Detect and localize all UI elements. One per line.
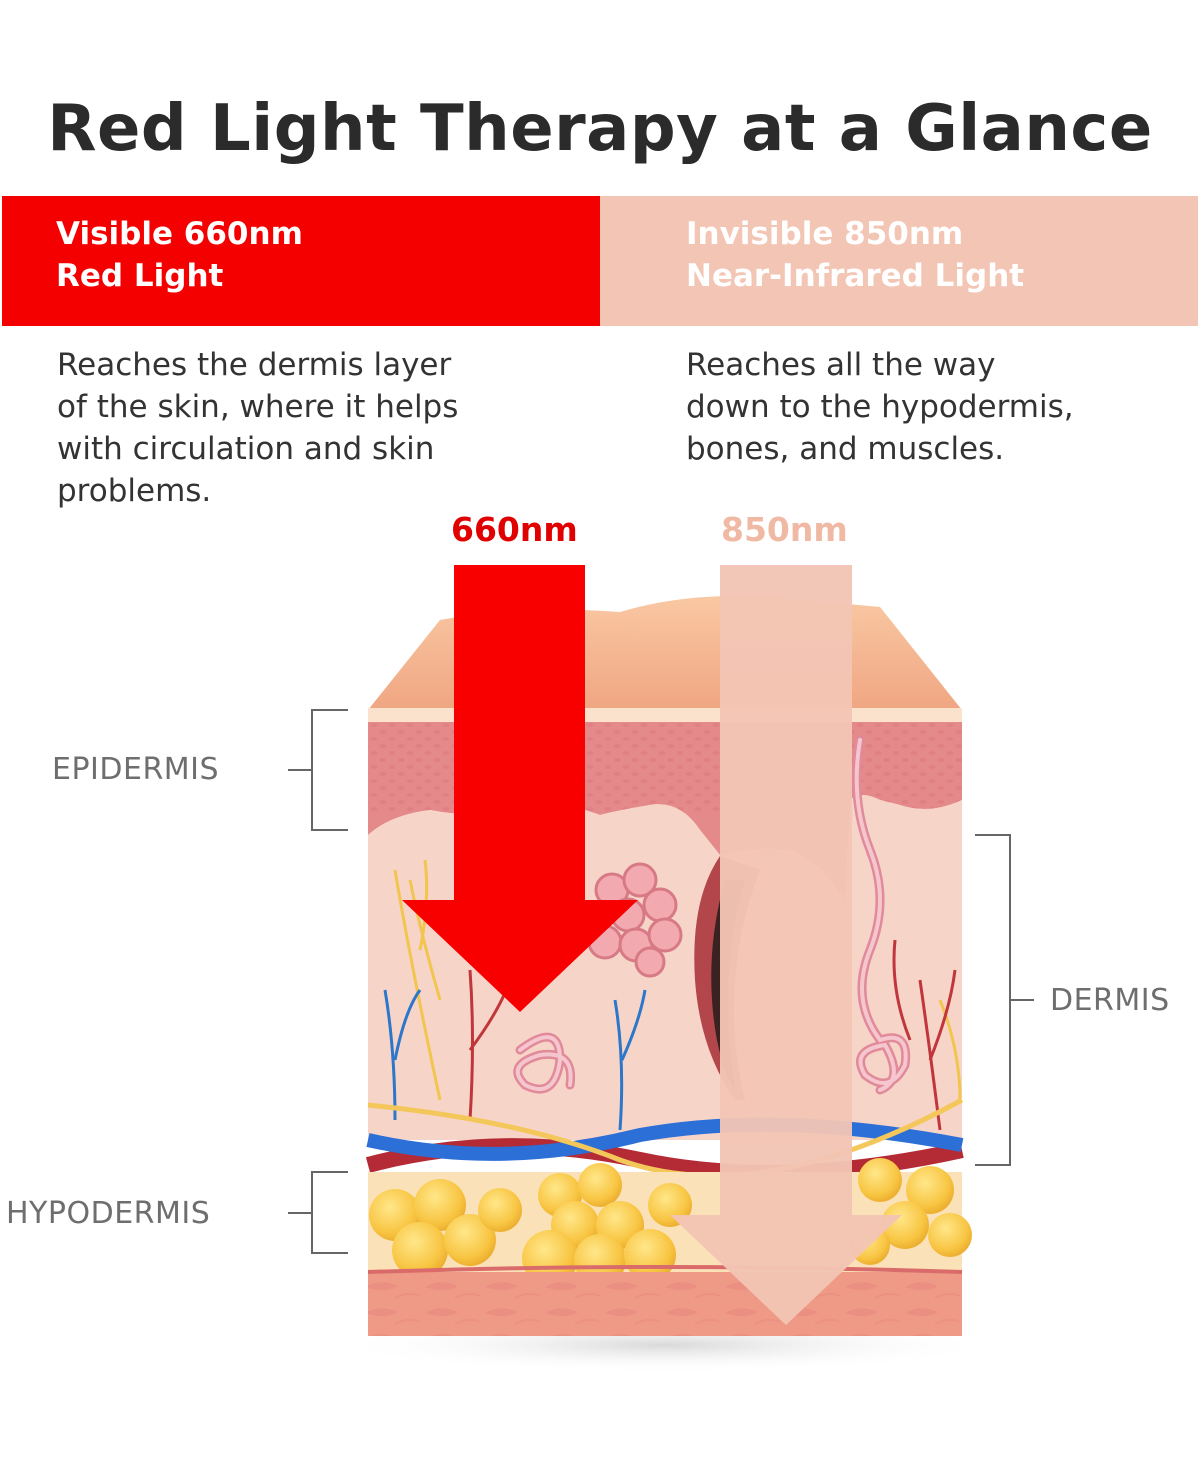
red-desc-line: Reaches the dermis layer <box>57 347 452 383</box>
epidermis-label: EPIDERMIS <box>52 752 220 787</box>
muscle-texture <box>368 1272 962 1336</box>
nir-850nm-label: 850nm <box>721 510 848 549</box>
red-660nm-arrow <box>402 565 638 1012</box>
red-desc-line: problems. <box>57 473 212 509</box>
dermis-label: DERMIS <box>1050 983 1170 1018</box>
nir-desc-line: down to the hypodermis, <box>686 389 1074 425</box>
nir-light-heading-line1: Invisible 850nm <box>686 216 964 252</box>
red-light-heading-line2: Red Light <box>56 258 224 294</box>
red-light-description: Reaches the dermis layer of the skin, wh… <box>57 344 577 512</box>
nir-light-heading-line2: Near-Infrared Light <box>686 258 1025 294</box>
sweat-gland-left-inner <box>515 1035 573 1092</box>
epidermis-bracket <box>288 709 348 831</box>
capillaries-blue <box>383 989 647 1131</box>
nir-850nm-arrow <box>670 565 902 1325</box>
red-light-header: Visible 660nm Red Light <box>2 196 600 326</box>
nir-desc-line: Reaches all the way <box>686 347 996 383</box>
red-desc-line: with circulation and skin <box>57 431 435 467</box>
sweat-gland-right-inner <box>854 738 908 1092</box>
hypodermis-bracket <box>288 1171 348 1254</box>
red-660nm-label: 660nm <box>451 510 578 549</box>
nir-desc-line: bones, and muscles. <box>686 431 1005 467</box>
page-title: Red Light Therapy at a Glance <box>47 92 1153 166</box>
nir-light-header: Invisible 850nm Near-Infrared Light <box>600 196 1198 326</box>
nir-light-description: Reaches all the way down to the hypoderm… <box>686 344 1186 470</box>
vein <box>366 1117 964 1161</box>
red-light-heading-line1: Visible 660nm <box>56 216 303 252</box>
hypodermis-label: HYPODERMIS <box>6 1196 211 1231</box>
hair-follicle-inner <box>711 880 745 1090</box>
muscle-top-edge <box>367 1265 963 1274</box>
dermis-bracket <box>975 834 1034 1166</box>
red-desc-line: of the skin, where it helps <box>57 389 459 425</box>
nerve-fibers <box>393 859 962 1101</box>
